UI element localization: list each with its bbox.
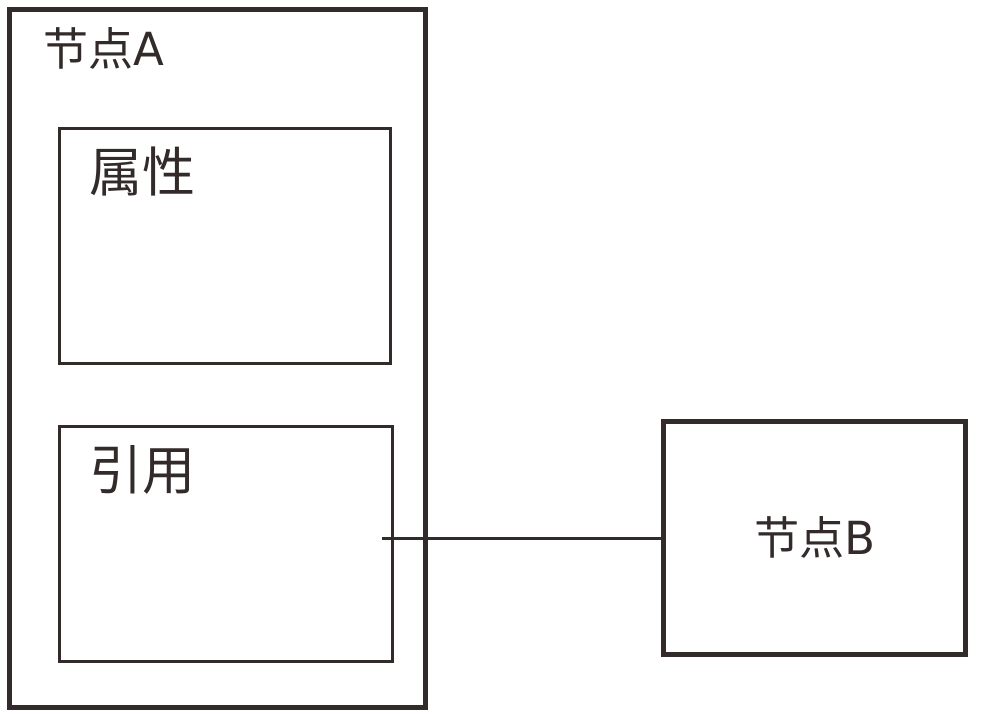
compartment-references-label: 引用 <box>89 441 195 502</box>
node-a-compartment-attributes[interactable]: 属性 <box>58 127 392 365</box>
edge-reference-to-node-b[interactable] <box>382 537 665 540</box>
node-a-title: 节点A <box>43 23 164 76</box>
node-a-compartment-references[interactable]: 引用 <box>58 425 394 663</box>
node-b-container[interactable]: 节点B <box>661 419 968 657</box>
node-a-container[interactable]: 节点A 属性 引用 <box>7 7 428 710</box>
node-b-title: 节点B <box>754 511 875 565</box>
compartment-attributes-label: 属性 <box>89 143 195 204</box>
